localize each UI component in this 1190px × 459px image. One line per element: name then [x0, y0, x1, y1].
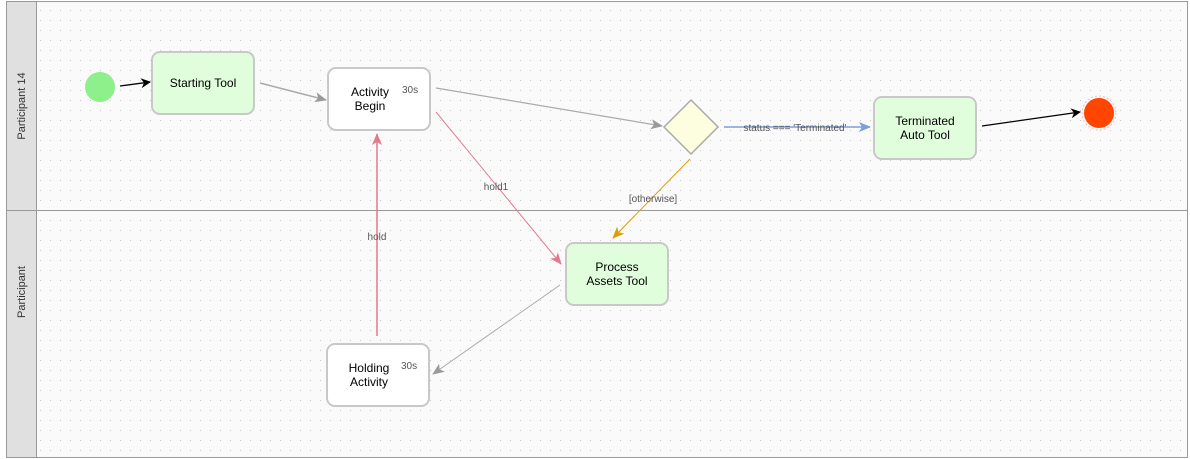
edge-label-hold: hold — [368, 232, 387, 243]
end-event[interactable] — [1084, 98, 1114, 128]
edge-terminated-to-end[interactable] — [981, 108, 1081, 127]
edge-label-otherwise: [otherwise] — [629, 194, 678, 205]
edge-starting-to-activity-begin[interactable] — [259, 82, 327, 103]
edge-label-status-terminated: status === 'Terminated' — [743, 123, 846, 134]
task-label-line1: Holding — [349, 361, 390, 375]
timer-badge: 30s — [401, 361, 417, 372]
edge-process-assets-to-holding[interactable] — [432, 284, 561, 375]
timer-badge: 30s — [402, 85, 418, 96]
edge-label-hold1: hold1 — [484, 182, 509, 193]
end-event-halo — [1081, 95, 1117, 131]
edge-activity-begin-to-gateway[interactable] — [435, 87, 663, 130]
task-holding-activity[interactable]: Holding Activity 30s — [326, 343, 430, 407]
task-label-line1: Activity — [351, 85, 389, 99]
task-label-line1: Terminated — [895, 114, 954, 128]
start-event[interactable] — [85, 72, 115, 102]
task-label-line2: Auto Tool — [900, 128, 950, 142]
lane-label: Participant — [16, 266, 28, 318]
lane-header — [6, 210, 37, 458]
task-starting-tool[interactable]: Starting Tool — [151, 51, 255, 115]
lane-participant: Participant — [6, 210, 1188, 458]
edge-start-to-starting-tool[interactable] — [119, 78, 151, 89]
task-activity-begin[interactable]: Activity Begin 30s — [327, 67, 431, 131]
task-label-line2: Activity — [350, 375, 388, 389]
task-label-line1: Process — [595, 260, 638, 274]
task-process-assets-tool[interactable]: Process Assets Tool — [565, 242, 669, 306]
task-label: Starting Tool — [170, 76, 237, 90]
edge-gateway-to-process-assets[interactable] — [612, 158, 691, 239]
task-label-line2: Assets Tool — [586, 274, 647, 288]
task-terminated-auto-tool[interactable]: Terminated Auto Tool — [873, 96, 977, 160]
exclusive-gateway[interactable] — [662, 98, 720, 156]
edge-activity-begin-to-process-assets[interactable] — [435, 111, 562, 265]
lane-header — [6, 1, 37, 211]
task-label-line2: Begin — [355, 99, 386, 113]
lane-label: Participant 14 — [16, 72, 28, 139]
